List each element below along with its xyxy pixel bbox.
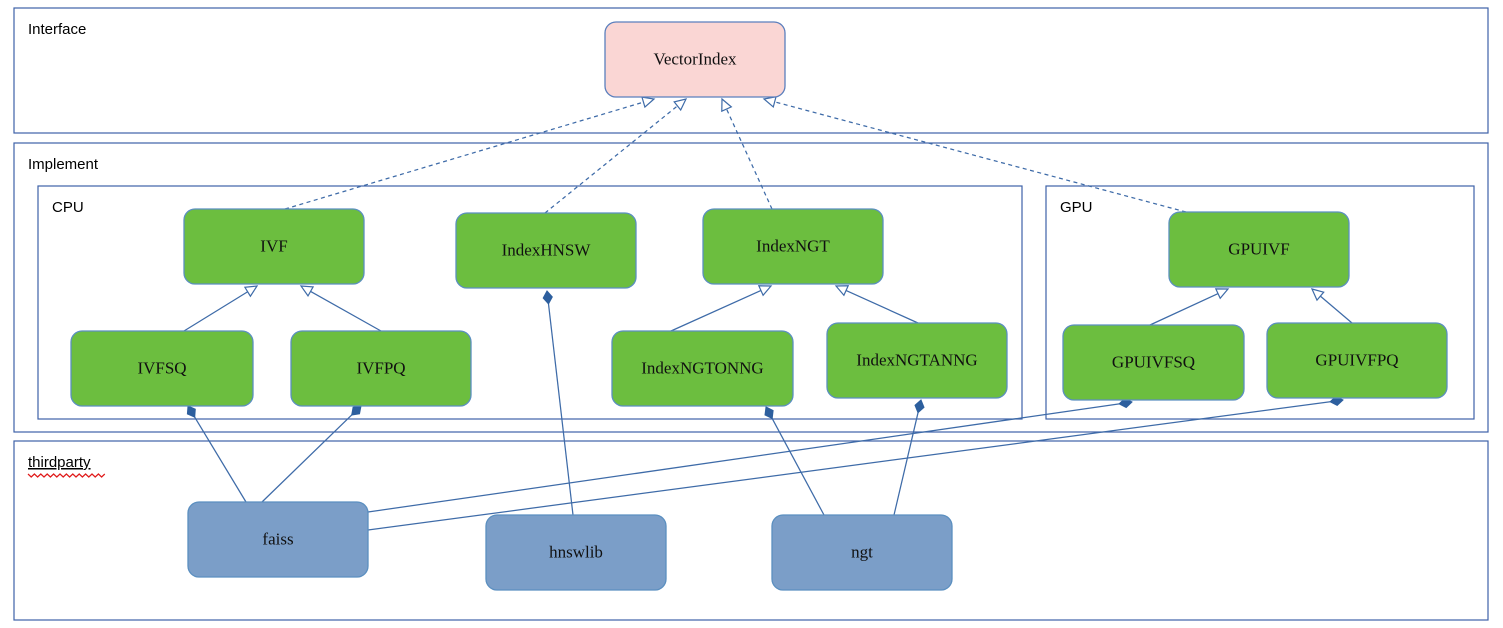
- hollow-triangle-icon: [762, 96, 777, 108]
- node-box[interactable]: [290, 330, 472, 407]
- node-IndexNGTANNG[interactable]: IndexNGTANNG: [826, 322, 1008, 399]
- node-box[interactable]: [1168, 211, 1350, 288]
- edge-faiss-to-IVFSQ: [186, 405, 247, 503]
- edge-line: [547, 302, 574, 516]
- node-IndexHNSW[interactable]: IndexHNSW: [455, 212, 637, 289]
- hollow-triangle-icon: [1310, 288, 1325, 302]
- filled-diamond-icon: [914, 399, 925, 414]
- node-GPUIVFSQ[interactable]: GPUIVFSQ: [1062, 324, 1245, 401]
- node-label: IVFPQ: [356, 358, 405, 377]
- hollow-triangle-icon: [243, 285, 259, 298]
- container-label: CPU: [52, 199, 84, 216]
- edge-line: [725, 107, 773, 210]
- edge-hnswlib-to-IndexHNSW: [542, 290, 574, 516]
- node-label: IndexNGT: [756, 236, 830, 255]
- node-hnswlib[interactable]: hnswlib: [485, 514, 667, 591]
- edge-line: [670, 289, 763, 332]
- edge-GPUIVFPQ-to-GPUIVF: [1310, 288, 1353, 324]
- hollow-triangle-icon: [721, 97, 733, 113]
- node-box[interactable]: [604, 21, 786, 98]
- node-box[interactable]: [826, 322, 1008, 399]
- node-label: IndexHNSW: [502, 240, 592, 259]
- edge-line: [844, 289, 919, 324]
- edge-line: [367, 400, 1332, 531]
- hollow-triangle-icon: [834, 285, 850, 297]
- edge-line: [309, 290, 382, 332]
- annotations-layer: [27, 473, 106, 478]
- edges-layer: [183, 96, 1353, 531]
- hollow-triangle-icon: [673, 98, 688, 112]
- container-label: GPU: [1060, 199, 1093, 216]
- edge-line: [183, 290, 249, 332]
- edge-line: [193, 415, 247, 503]
- node-IndexNGTONNG[interactable]: IndexNGTONNG: [611, 330, 794, 407]
- hollow-triangle-icon: [299, 285, 315, 298]
- node-box[interactable]: [70, 330, 254, 407]
- node-box[interactable]: [702, 208, 884, 285]
- node-label: IndexNGTONNG: [641, 358, 763, 377]
- node-VectorIndex[interactable]: VectorIndex: [604, 21, 786, 98]
- edge-line: [367, 403, 1121, 513]
- node-box[interactable]: [611, 330, 794, 407]
- edge-IVF-to-VectorIndex: [284, 96, 656, 210]
- node-box[interactable]: [1266, 322, 1448, 399]
- edge-ngt-to-IndexNGTONNG: [764, 406, 825, 516]
- node-box[interactable]: [771, 514, 953, 591]
- node-ngt[interactable]: ngt: [771, 514, 953, 591]
- node-label: GPUIVFPQ: [1315, 350, 1398, 369]
- node-box[interactable]: [183, 208, 365, 285]
- edge-faiss-to-IVFPQ: [261, 405, 362, 503]
- filled-diamond-icon: [542, 290, 553, 305]
- edge-line: [771, 417, 825, 516]
- container-label: Interface: [28, 21, 86, 38]
- edge-IndexHNSW-to-VectorIndex: [544, 98, 688, 214]
- edge-line: [261, 413, 353, 503]
- node-faiss[interactable]: faiss: [187, 501, 369, 578]
- node-label: ngt: [851, 542, 873, 561]
- node-label: hnswlib: [549, 542, 603, 561]
- filled-diamond-icon: [764, 406, 774, 420]
- spellcheck-squiggle-icon: [27, 473, 106, 478]
- node-GPUIVF[interactable]: GPUIVF: [1168, 211, 1350, 288]
- node-label: VectorIndex: [653, 49, 737, 68]
- hollow-triangle-icon: [641, 96, 656, 109]
- edge-IndexNGTANNG-to-IndexNGT: [834, 285, 919, 324]
- node-box[interactable]: [1062, 324, 1245, 401]
- edge-GPUIVFSQ-to-GPUIVF: [1149, 288, 1230, 326]
- node-IndexNGT[interactable]: IndexNGT: [702, 208, 884, 285]
- edge-line: [773, 100, 1187, 213]
- edge-line: [1149, 292, 1220, 326]
- node-label: IVF: [260, 236, 287, 255]
- node-label: faiss: [262, 529, 293, 548]
- node-IVF[interactable]: IVF: [183, 208, 365, 285]
- edge-IVFPQ-to-IVF: [299, 285, 382, 332]
- edge-line: [284, 101, 645, 210]
- hollow-triangle-icon: [757, 285, 773, 297]
- node-label: GPUIVF: [1228, 239, 1289, 258]
- container-label: thirdparty: [28, 454, 91, 471]
- edge-line: [544, 104, 679, 214]
- edge-line: [1319, 295, 1353, 324]
- hollow-triangle-icon: [1214, 288, 1230, 300]
- edge-ngt-to-IndexNGTANNG: [893, 399, 925, 516]
- edge-line: [893, 411, 919, 516]
- node-IVFPQ[interactable]: IVFPQ: [290, 330, 472, 407]
- node-box[interactable]: [455, 212, 637, 289]
- filled-diamond-icon: [351, 405, 362, 416]
- node-label: GPUIVFSQ: [1112, 352, 1195, 371]
- edge-IndexNGT-to-VectorIndex: [721, 97, 773, 210]
- node-box[interactable]: [187, 501, 369, 578]
- node-box[interactable]: [485, 514, 667, 591]
- filled-diamond-icon: [186, 405, 196, 418]
- edge-IVFSQ-to-IVF: [183, 285, 259, 332]
- node-IVFSQ[interactable]: IVFSQ: [70, 330, 254, 407]
- container-label: Implement: [28, 156, 99, 173]
- node-label: IVFSQ: [137, 358, 186, 377]
- edge-IndexNGTONNG-to-IndexNGT: [670, 285, 773, 332]
- edge-GPUIVF-to-VectorIndex: [762, 96, 1187, 213]
- node-GPUIVFPQ[interactable]: GPUIVFPQ: [1266, 322, 1448, 399]
- node-label: IndexNGTANNG: [856, 350, 977, 369]
